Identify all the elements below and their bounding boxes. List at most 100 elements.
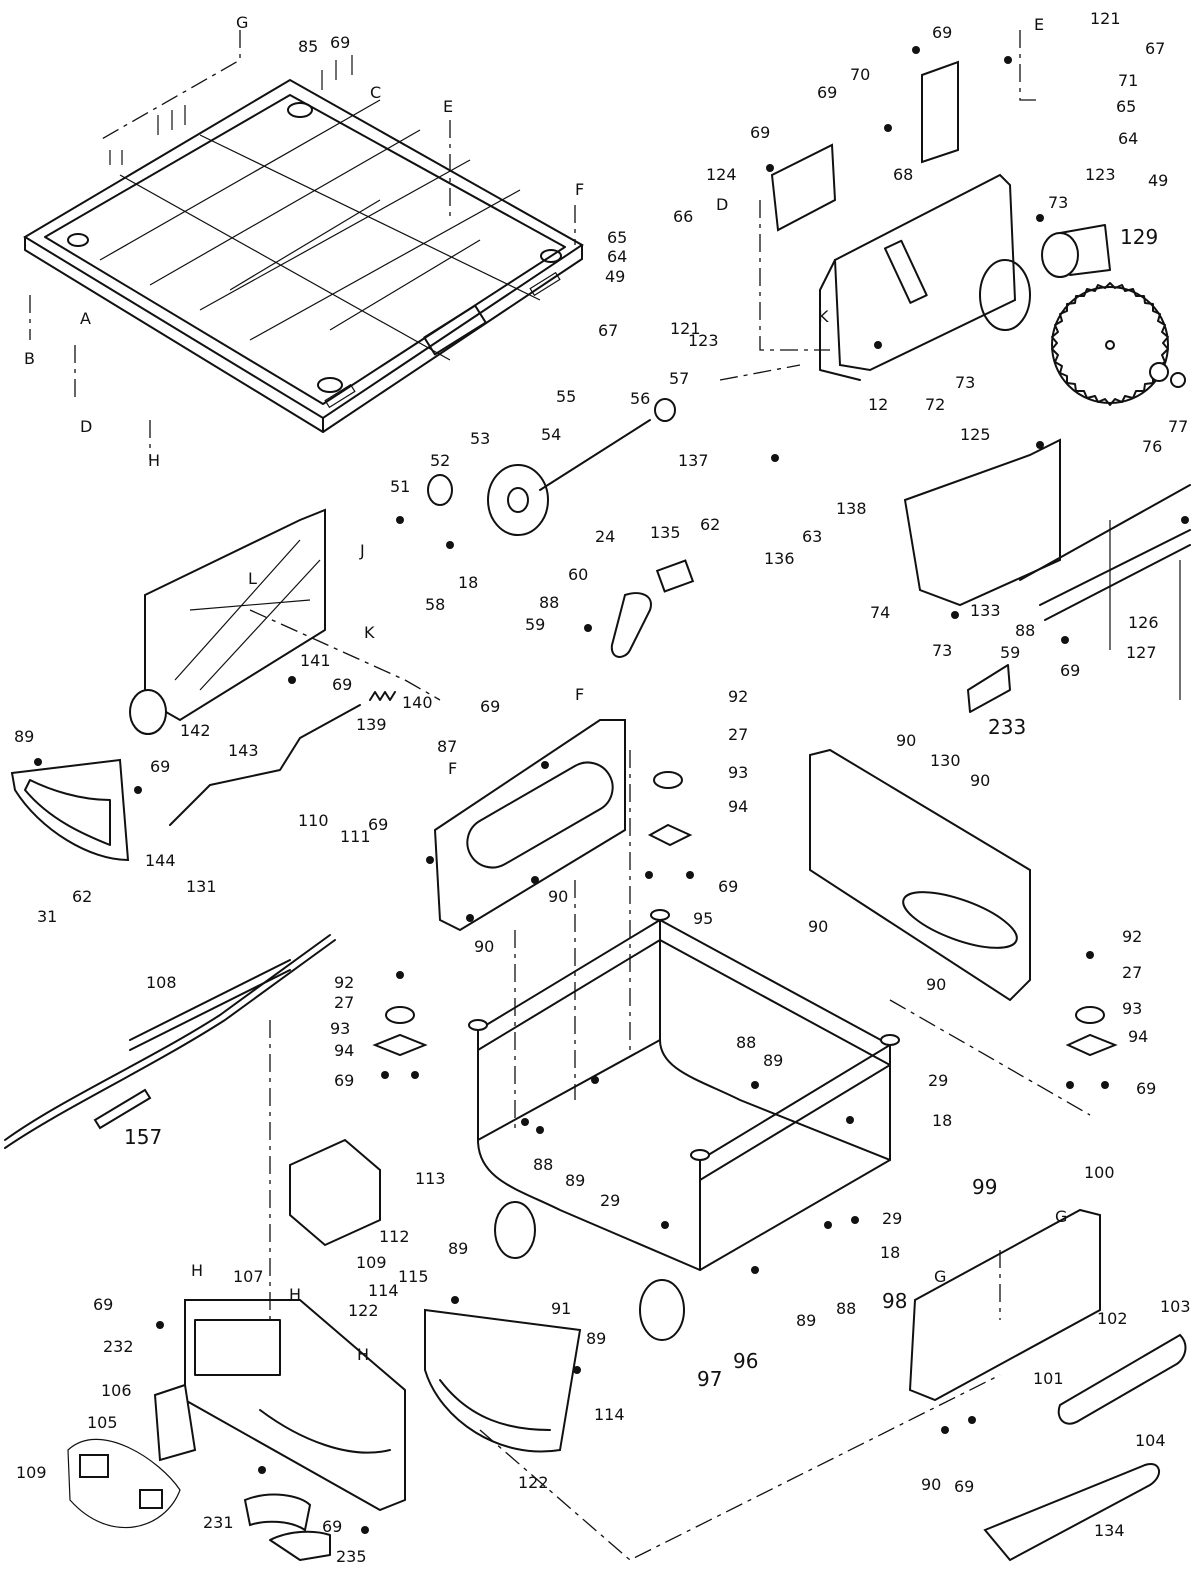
callout-69a: 69 <box>330 33 350 52</box>
rip-fence-100 <box>908 1208 1101 1402</box>
callout-130: 130 <box>930 751 961 770</box>
callout-69h: 69 <box>480 697 500 716</box>
callout-140: 140 <box>402 693 433 712</box>
power-cord-108 <box>4 934 336 1149</box>
callout-60: 60 <box>568 565 588 584</box>
wrench-102 <box>1057 1333 1187 1425</box>
callout-106: 106 <box>101 1381 132 1400</box>
callout-D1: D <box>80 417 92 436</box>
callout-122a: 122 <box>348 1301 379 1320</box>
callout-F2: F <box>575 685 584 704</box>
callout-D2: D <box>716 195 728 214</box>
callout-88d: 88 <box>533 1155 553 1174</box>
callout-235: 235 <box>336 1547 367 1566</box>
callout-104: 104 <box>1135 1431 1166 1450</box>
callout-232: 232 <box>103 1337 134 1356</box>
callout-12: 12 <box>868 395 888 414</box>
callout-231: 231 <box>203 1513 234 1532</box>
callout-52: 52 <box>430 451 450 470</box>
callout-112: 112 <box>379 1227 410 1246</box>
callout-107: 107 <box>233 1267 264 1286</box>
wheel-96-right <box>639 1279 685 1341</box>
callout-123b: 123 <box>688 331 719 350</box>
switch-109 <box>67 1438 181 1529</box>
rails-126-127 <box>1019 484 1191 700</box>
callout-67a: 67 <box>1145 39 1165 58</box>
callout-K2: K <box>364 623 375 642</box>
callout-90e: 90 <box>808 917 828 936</box>
stand-frame-95 <box>468 909 900 1271</box>
callout-G3: G <box>934 1267 946 1286</box>
motor-carriage <box>129 508 326 735</box>
callout-54: 54 <box>541 425 561 444</box>
foot-93-center <box>647 771 693 847</box>
callout-69b: 69 <box>932 23 952 42</box>
handwheel-53 <box>487 464 549 536</box>
callout-89c: 89 <box>565 1171 585 1190</box>
callout-71: 71 <box>1118 71 1138 90</box>
callout-72: 72 <box>925 395 945 414</box>
callout-69o: 69 <box>322 1517 342 1536</box>
callout-57: 57 <box>669 369 689 388</box>
callout-G1: G <box>236 13 248 32</box>
callout-127: 127 <box>1126 643 1157 662</box>
callout-90a: 90 <box>548 887 568 906</box>
blade-guard-housing <box>819 173 1031 381</box>
callout-67b: 67 <box>598 321 618 340</box>
callout-134: 134 <box>1094 1521 1125 1540</box>
callout-94a: 94 <box>728 797 748 816</box>
fasteners <box>34 46 1189 1534</box>
scale-231 <box>243 1493 312 1532</box>
motor-mount-112 <box>289 1138 381 1247</box>
callout-L: L <box>248 569 257 588</box>
callout-133: 133 <box>970 601 1001 620</box>
callout-113: 113 <box>415 1169 446 1188</box>
callout-59b: 59 <box>1000 643 1020 662</box>
callout-88e: 88 <box>836 1299 856 1318</box>
callout-E1: E <box>443 97 453 116</box>
callout-90f: 90 <box>926 975 946 994</box>
callout-63: 63 <box>802 527 822 546</box>
callout-58: 58 <box>425 595 445 614</box>
callout-69i: 69 <box>368 815 388 834</box>
gear-56 <box>654 398 676 422</box>
callout-109a: 109 <box>356 1253 387 1272</box>
callout-69j: 69 <box>718 877 738 896</box>
label-233 <box>967 664 1011 713</box>
foot-93-left <box>372 1006 428 1057</box>
callout-126: 126 <box>1128 613 1159 632</box>
switch-box-106 <box>153 1383 197 1462</box>
spring-140 <box>369 691 396 701</box>
lock-lever-60 <box>610 559 695 658</box>
callout-18a: 18 <box>458 573 478 592</box>
callout-98: 98 <box>882 1289 907 1313</box>
callout-31: 31 <box>37 907 57 926</box>
callout-89f: 89 <box>586 1329 606 1348</box>
callout-139: 139 <box>356 715 387 734</box>
callout-49a: 49 <box>1148 171 1168 190</box>
callout-73c: 73 <box>932 641 952 660</box>
callout-92b: 92 <box>1122 927 1142 946</box>
callout-69n: 69 <box>954 1477 974 1496</box>
callout-90b: 90 <box>474 937 494 956</box>
callout-111: 111 <box>340 827 371 846</box>
callout-144: 144 <box>145 851 176 870</box>
callout-135: 135 <box>650 523 681 542</box>
callout-29b: 29 <box>600 1191 620 1210</box>
callout-93a: 93 <box>728 763 748 782</box>
wheel-96-left <box>494 1201 536 1259</box>
callout-69c: 69 <box>817 83 837 102</box>
callout-73b: 73 <box>955 373 975 392</box>
callout-55: 55 <box>556 387 576 406</box>
callout-90d: 90 <box>970 771 990 790</box>
callout-73a: 73 <box>1048 193 1068 212</box>
callout-H1: H <box>148 451 160 470</box>
callout-49b: 49 <box>605 267 625 286</box>
callout-141: 141 <box>300 651 331 670</box>
callout-18c: 18 <box>880 1243 900 1262</box>
callout-96: 96 <box>733 1349 758 1373</box>
callout-56: 56 <box>630 389 650 408</box>
callout-H4: H <box>357 1345 369 1364</box>
knob-52 <box>427 474 453 506</box>
callout-89e: 89 <box>448 1239 468 1258</box>
